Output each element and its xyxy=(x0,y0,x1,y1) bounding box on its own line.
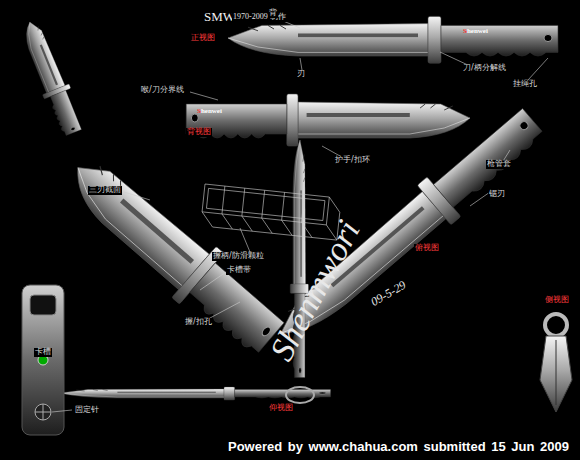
part-name: 卡槽 xyxy=(34,348,52,357)
part-name: 刃 xyxy=(296,70,306,79)
part-name: 握/扣孔 xyxy=(184,318,213,327)
view-name: 侧视图 xyxy=(544,296,570,305)
part-name: 卡槽带 xyxy=(226,266,252,275)
part-name: 喉/刀分界线 xyxy=(140,86,185,95)
part-name: 挂绳孔 xyxy=(512,80,538,89)
part-name: 护手/扣环 xyxy=(334,156,371,165)
part-name: 三刃截面 xyxy=(88,186,122,195)
part-name: 固定针 xyxy=(74,406,100,415)
view-name: 正视图 xyxy=(190,34,216,43)
title-years: 1970-2009 制作 xyxy=(232,13,287,22)
part-name: 刀/柄分解线 xyxy=(462,64,507,73)
footer-caption: Powered by www.chahua.com submitted 15 J… xyxy=(228,439,569,454)
view-name: 俯视图 xyxy=(414,244,440,253)
date-note: 09-5-29 xyxy=(368,278,409,309)
brand-logo: Shenwei xyxy=(196,108,223,116)
part-name: 握柄/防滑颗粒 xyxy=(212,252,265,261)
brand-logo: Shenwei xyxy=(462,28,489,36)
view-name: 背视图 xyxy=(186,128,212,137)
title: SMW xyxy=(204,9,235,25)
part-name: 背 xyxy=(268,9,278,18)
part-name: 枪管套 xyxy=(486,160,512,169)
part-name: 锯刃 xyxy=(488,190,506,199)
view-name: 仰视图 xyxy=(268,404,294,413)
